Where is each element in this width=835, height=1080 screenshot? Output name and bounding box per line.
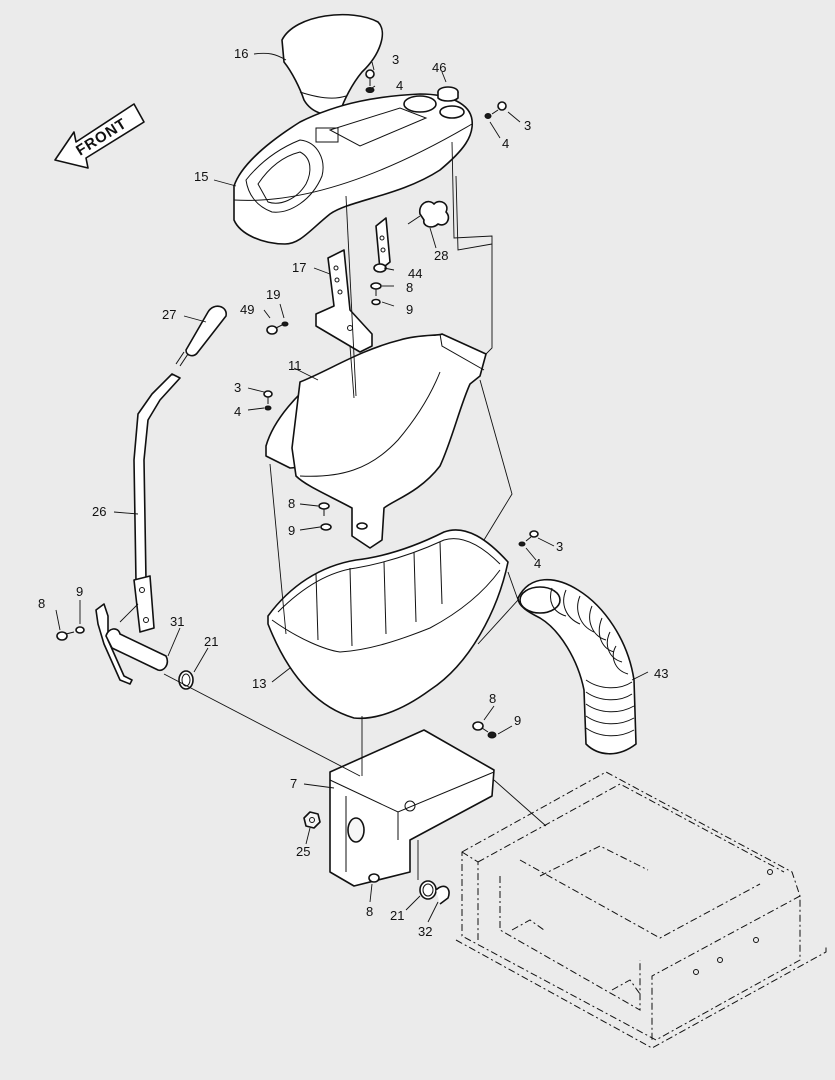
screw-8-base-upper [472, 721, 497, 739]
screw-8-left [56, 626, 85, 641]
callout-21-left: 21 [204, 634, 218, 649]
callout-9-upper: 9 [406, 302, 413, 317]
callout-44: 44 [408, 266, 422, 281]
callout-8-bottom: 8 [366, 904, 373, 919]
callout-25: 25 [296, 844, 310, 859]
front-direction-arrow: FRONT [54, 103, 145, 169]
part-26-shift-lever [133, 373, 181, 633]
callout-17: 17 [292, 260, 306, 275]
part-21-snap-ring-right [419, 880, 437, 900]
screw-49 [266, 321, 289, 335]
part-7-base-bracket [329, 729, 495, 887]
part-32-clip [435, 885, 450, 905]
nut-25 [303, 811, 321, 829]
front-label: FRONT [73, 115, 130, 159]
callout-4-lowright: 4 [534, 556, 541, 571]
callout-3-midleft: 3 [234, 380, 241, 395]
screw-3-mid-left [263, 390, 273, 411]
callout-3-lowright: 3 [556, 539, 563, 554]
screw-8-upper [370, 282, 382, 306]
part-15-console-cover [233, 93, 474, 245]
leader-lines [55, 52, 649, 923]
seat-frame-phantom [455, 771, 827, 1049]
callout-28: 28 [434, 248, 448, 263]
part-43-flexible-hose [517, 578, 637, 755]
screw-3-top-right [484, 101, 507, 119]
callout-27: 27 [162, 307, 176, 322]
part-27-lever-knob [175, 305, 227, 367]
screw-3-right [518, 530, 539, 547]
screw-8-mid [318, 502, 332, 531]
part-13-lower-housing [267, 529, 509, 720]
part-44-bracket [373, 217, 391, 273]
callouts: 16 3 4 46 3 4 15 17 44 28 8 9 19 49 27 1… [38, 46, 668, 939]
screw-8-base-lower [368, 873, 380, 883]
part-28-knob [407, 200, 450, 228]
callout-32: 32 [418, 924, 432, 939]
part-21-snap-ring-left [178, 670, 194, 690]
callout-4-right: 4 [502, 136, 509, 151]
callout-8-left: 8 [38, 596, 45, 611]
callout-3-top: 3 [392, 52, 399, 67]
callout-15: 15 [194, 169, 208, 184]
part-17-bracket [315, 249, 373, 353]
callout-31: 31 [170, 614, 184, 629]
part-16-armrest-pad [281, 13, 384, 116]
callout-8-mid: 8 [288, 496, 295, 511]
callout-26: 26 [92, 504, 106, 519]
callout-3-right: 3 [524, 118, 531, 133]
screw-3-top-left [365, 69, 375, 93]
callout-11: 11 [288, 358, 302, 373]
inner-shroud [291, 333, 487, 549]
callout-13: 13 [252, 676, 266, 691]
callout-9-base: 9 [514, 713, 521, 728]
callout-19: 19 [266, 287, 280, 302]
callout-9-mid: 9 [288, 523, 295, 538]
callout-8-base: 8 [489, 691, 496, 706]
callout-49: 49 [240, 302, 254, 317]
callout-21-right: 21 [390, 908, 404, 923]
part-31-pivot-shaft [95, 603, 169, 685]
callout-9-left: 9 [76, 584, 83, 599]
callout-8-upper: 8 [406, 280, 413, 295]
callout-46: 46 [432, 60, 446, 75]
part-46-plug [437, 86, 459, 102]
callout-4-top: 4 [396, 78, 403, 93]
callout-4-midleft: 4 [234, 404, 241, 419]
callout-16: 16 [234, 46, 248, 61]
callout-43: 43 [654, 666, 668, 681]
callout-7: 7 [290, 776, 297, 791]
